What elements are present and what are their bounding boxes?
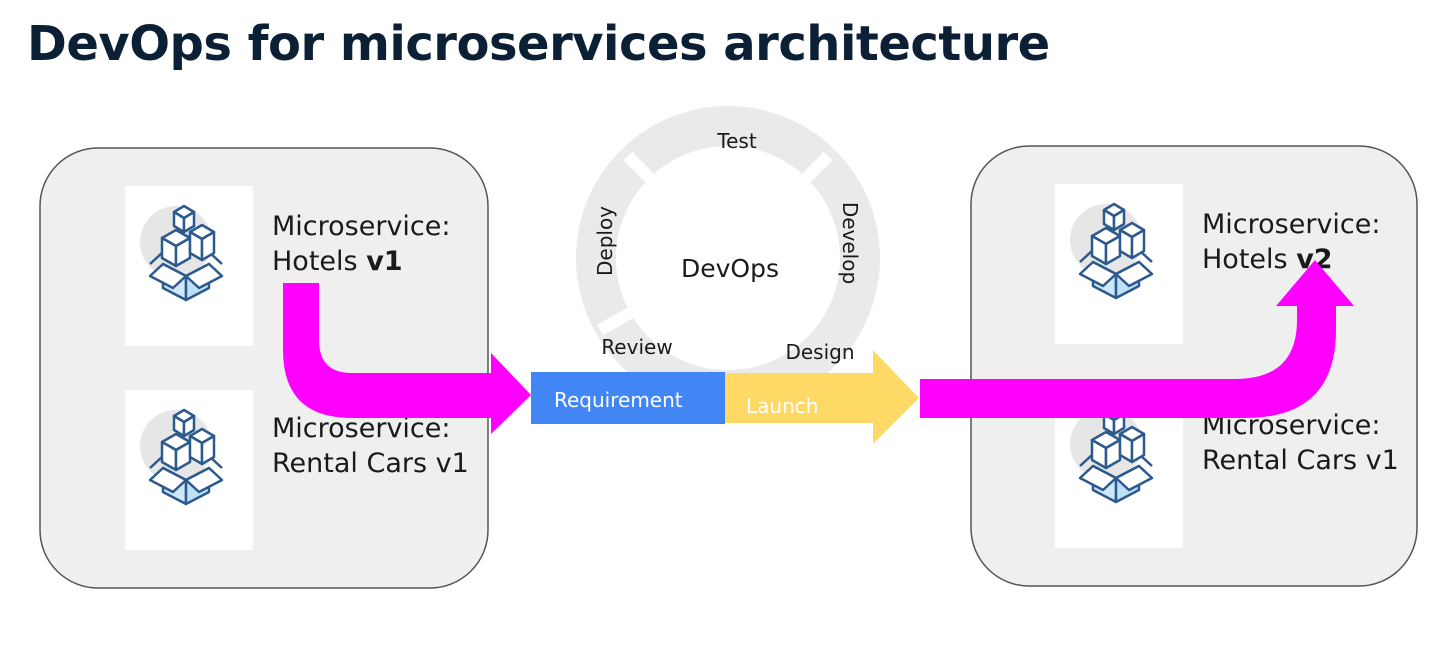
pipeline: Requirement Launch	[531, 350, 919, 444]
stage-develop-label: Develop	[838, 202, 862, 284]
flow-arrow-right	[920, 260, 1354, 418]
left-hotels-version: v1	[366, 246, 402, 277]
requirement-label: Requirement	[554, 388, 683, 412]
right-rental-line2: Rental Cars v1	[1202, 445, 1399, 476]
requirement-block	[531, 372, 725, 424]
launch-arrow	[724, 350, 919, 444]
stage-test-label: Test	[716, 129, 757, 153]
left-rental-line1: Microservice:	[272, 413, 450, 444]
right-panel: Microservice: Hotels v2 Microservice: Re…	[970, 145, 1418, 587]
left-rental-line2: Rental Cars v1	[272, 448, 469, 479]
launch-label: Launch	[746, 394, 818, 418]
left-hotels-line2: Hotels v1	[272, 246, 403, 277]
right-hotels-line1: Microservice:	[1202, 209, 1380, 240]
stage-design-label: Design	[785, 340, 854, 364]
right-hotels-line2: Hotels v2	[1202, 244, 1333, 275]
page-title: DevOps for microservices architecture	[27, 16, 1050, 72]
stage-deploy-label: Deploy	[593, 206, 617, 276]
left-hotels-line1: Microservice:	[272, 211, 450, 242]
devops-cycle: DevOps Test Develop Deploy Review Design	[576, 106, 880, 410]
left-panel: Microservice: Hotels v1 Microservice: Re…	[39, 147, 489, 589]
flow-arrow-left	[283, 283, 531, 434]
devops-center-label: DevOps	[681, 254, 779, 283]
stage-review-label: Review	[601, 335, 672, 359]
